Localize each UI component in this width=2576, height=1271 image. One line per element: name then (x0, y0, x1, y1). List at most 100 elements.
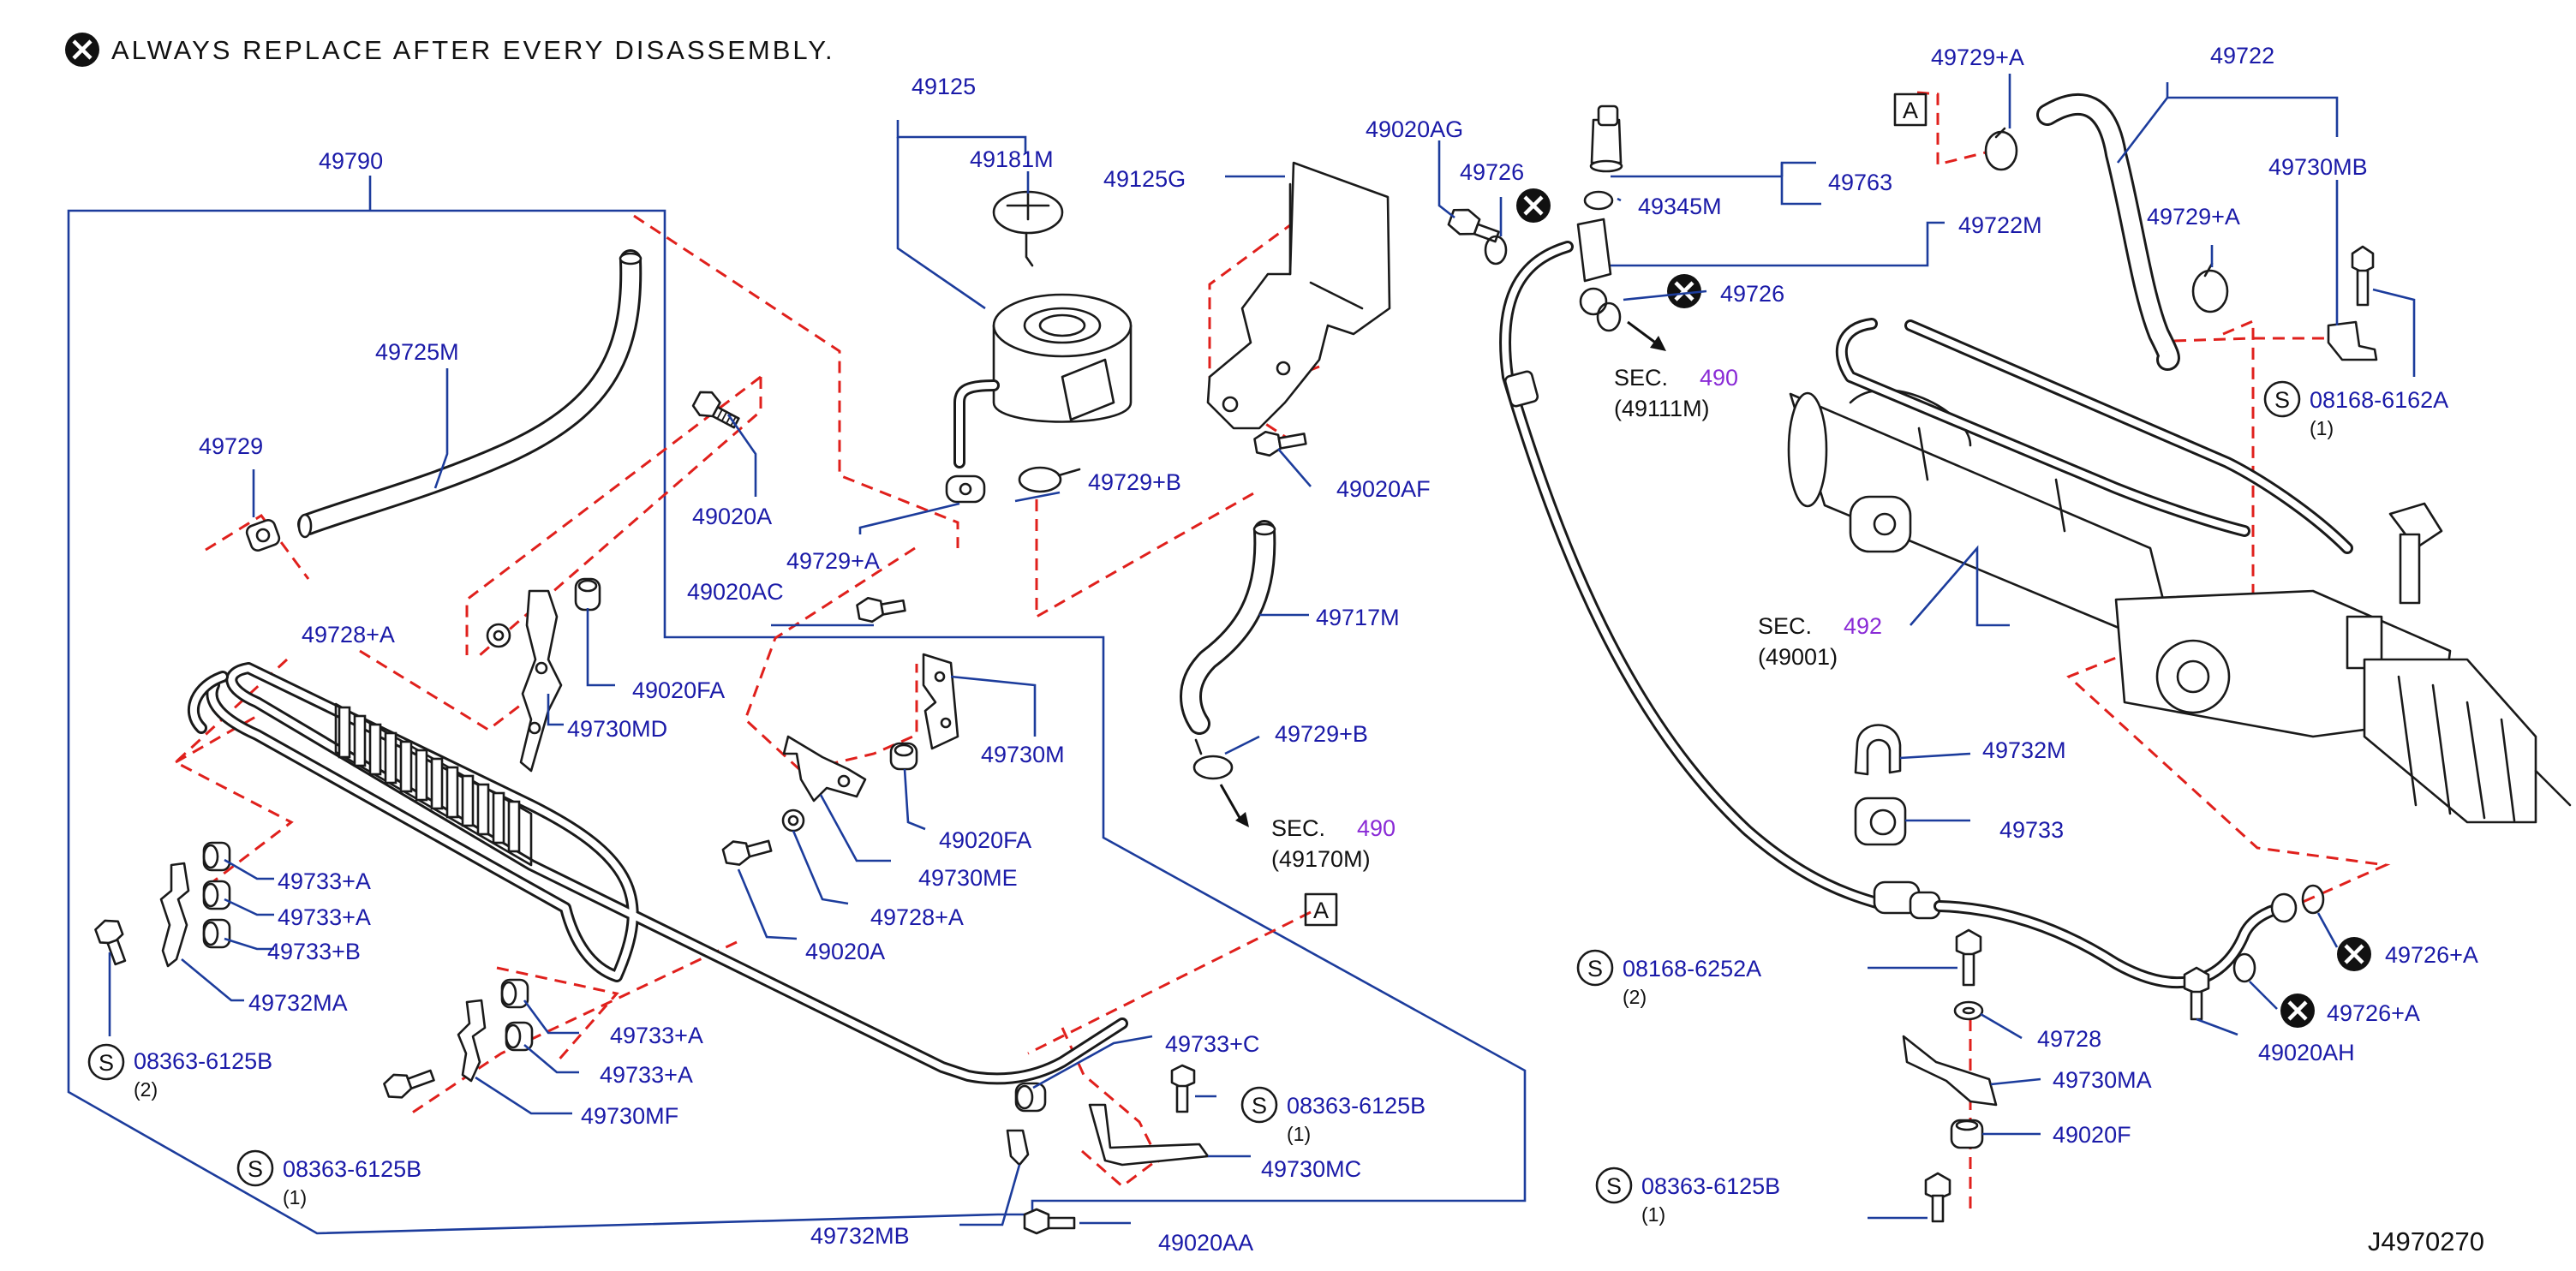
clip-49732mb (1006, 1129, 1030, 1167)
replace-markers (1516, 188, 2371, 1028)
arrow-sec-490-a (1627, 320, 1666, 351)
steering-gear (1787, 318, 2572, 824)
leader-lines (108, 74, 2416, 1226)
label-49345m: 49345M (1638, 194, 1722, 219)
svg-text:A: A (1313, 898, 1329, 923)
label-49726-top: 49726 (1460, 159, 1524, 185)
s-code: S (99, 1050, 114, 1076)
bolt-right-top (2351, 245, 2375, 307)
hose-49722 (2036, 92, 2180, 371)
label-49790: 49790 (319, 148, 383, 174)
label-49733c: 49733+C (1165, 1031, 1259, 1057)
bolt-callout-4: S 08168-6252A (2) (1576, 949, 1761, 1008)
label-49733a-3: 49733+A (610, 1023, 703, 1048)
bolt-callouts: S 08363-6125B (2) S 08363-6125B (1) S 08… (87, 380, 2448, 1226)
label-49722m: 49722M (1958, 212, 2042, 238)
bolt-49020af (1253, 430, 1307, 457)
bushing-49733c (1014, 1082, 1047, 1113)
section-refs: SEC. 490 (49111M) SEC. 490 (49170M) SEC.… (1271, 365, 1882, 872)
label-49730ma: 49730MA (2053, 1067, 2152, 1093)
grommet-49020fa-top (574, 577, 601, 612)
s-code: S (2274, 387, 2290, 413)
bracket-49730mf (457, 999, 487, 1083)
orings-49726a (2232, 884, 2325, 983)
replace-note-text: ALWAYS REPLACE AFTER EVERY DISASSEMBLY. (111, 35, 835, 65)
replace-note: ALWAYS REPLACE AFTER EVERY DISASSEMBLY. (65, 33, 835, 67)
s-code: S (1606, 1173, 1622, 1199)
label-49730mf: 49730MF (581, 1103, 678, 1129)
clamp-49729b-top (1018, 466, 1081, 493)
label-49729a-top: 49729+A (1931, 45, 2024, 70)
cap-49181m (992, 190, 1064, 267)
bolt-qty: (1) (2310, 417, 2334, 439)
s-code: S (1252, 1093, 1267, 1119)
label-49020fa-mid: 49020FA (939, 827, 1031, 853)
label-49726a-1: 49726+A (2385, 942, 2478, 968)
group-frame-49790 (67, 209, 1527, 1235)
bolt-part: 08363-6125B (1287, 1093, 1425, 1119)
hose-49717m (1180, 520, 1276, 735)
label-49726a-2: 49726+A (2327, 1000, 2420, 1026)
label-49020af: 49020AF (1336, 476, 1431, 502)
diagram-code: J4970270 (2368, 1226, 2484, 1256)
label-49020a-top: 49020A (692, 504, 772, 529)
label-49730mb: 49730MB (2268, 154, 2368, 180)
sec-prefix: SEC. (1614, 365, 1668, 391)
part-labels: 49790 49725M 49729 49728+A 49020A 49020F… (199, 43, 2478, 1256)
label-49732ma: 49732MA (248, 990, 348, 1016)
label-49726-side: 49726 (1720, 281, 1784, 307)
orings (1484, 190, 1622, 332)
label-49725m: 49725M (375, 339, 459, 365)
section-ref-490-b: SEC. 490 (49170M) (1271, 815, 1396, 872)
label-49733: 49733 (1999, 817, 2064, 843)
label-49728a-top: 49728+A (302, 622, 395, 647)
bracket-49730mc (1088, 1103, 1210, 1167)
bolt-callout-2: S 08363-6125B (1) (236, 1149, 421, 1208)
dashed-reference-lines (173, 91, 2391, 1216)
bolt-part: 08168-6162A (2310, 387, 2448, 413)
bolt-part: 08363-6125B (283, 1156, 421, 1182)
ref-box-a-top: A (1893, 92, 1928, 127)
grommet-49733 (1854, 797, 1907, 846)
clamp-49729 (245, 519, 281, 552)
label-49732mb: 49732MB (810, 1223, 910, 1249)
bolt-49020ah (2183, 966, 2210, 1021)
clamp-49729a-right (2191, 262, 2229, 313)
replace-x-icon (1667, 274, 1701, 308)
sec-prefix: SEC. (1271, 815, 1325, 841)
bracket-49730md (519, 589, 563, 773)
label-49733a-1: 49733+A (278, 868, 371, 894)
reservoir-49125 (953, 293, 1133, 468)
fitting-49763 (1576, 104, 1623, 316)
bolt-part: 08168-6252A (1623, 956, 1761, 982)
sec-number: 490 (1700, 365, 1738, 391)
label-49729b-mid: 49729+B (1275, 721, 1368, 747)
label-49730md: 49730MD (567, 716, 667, 742)
bushings-left (202, 841, 231, 949)
bolt-right-mid (1955, 928, 1982, 987)
replace-x-icon (2280, 994, 2315, 1028)
clamp-49729b-mid (1192, 738, 1234, 780)
bolt-lower (383, 1069, 435, 1099)
s-code: S (1587, 956, 1603, 982)
bolt-49020ag (1447, 208, 1500, 243)
label-49722: 49722 (2210, 43, 2274, 69)
ref-box-a-bottom: A (1304, 892, 1338, 927)
clamp-49729a-top (1984, 127, 2018, 171)
clip-49730mb (2327, 320, 2378, 361)
clamp-49732m (1854, 724, 1902, 776)
label-49728: 49728 (2037, 1026, 2101, 1052)
hose-49725m (297, 249, 643, 539)
label-49733a-4: 49733+A (600, 1062, 693, 1088)
svg-text:A: A (1903, 98, 1918, 123)
bolt-qty: (1) (283, 1186, 307, 1208)
grommet-49020f (1950, 1119, 1984, 1149)
bracket-49125g (1206, 161, 1391, 430)
bracket-49732ma (159, 862, 190, 968)
label-49730me: 49730ME (918, 865, 1018, 891)
label-49020ac: 49020AC (687, 579, 784, 605)
sec-ref: (49170M) (1271, 846, 1371, 872)
label-49728a-mid: 49728+A (870, 904, 964, 930)
